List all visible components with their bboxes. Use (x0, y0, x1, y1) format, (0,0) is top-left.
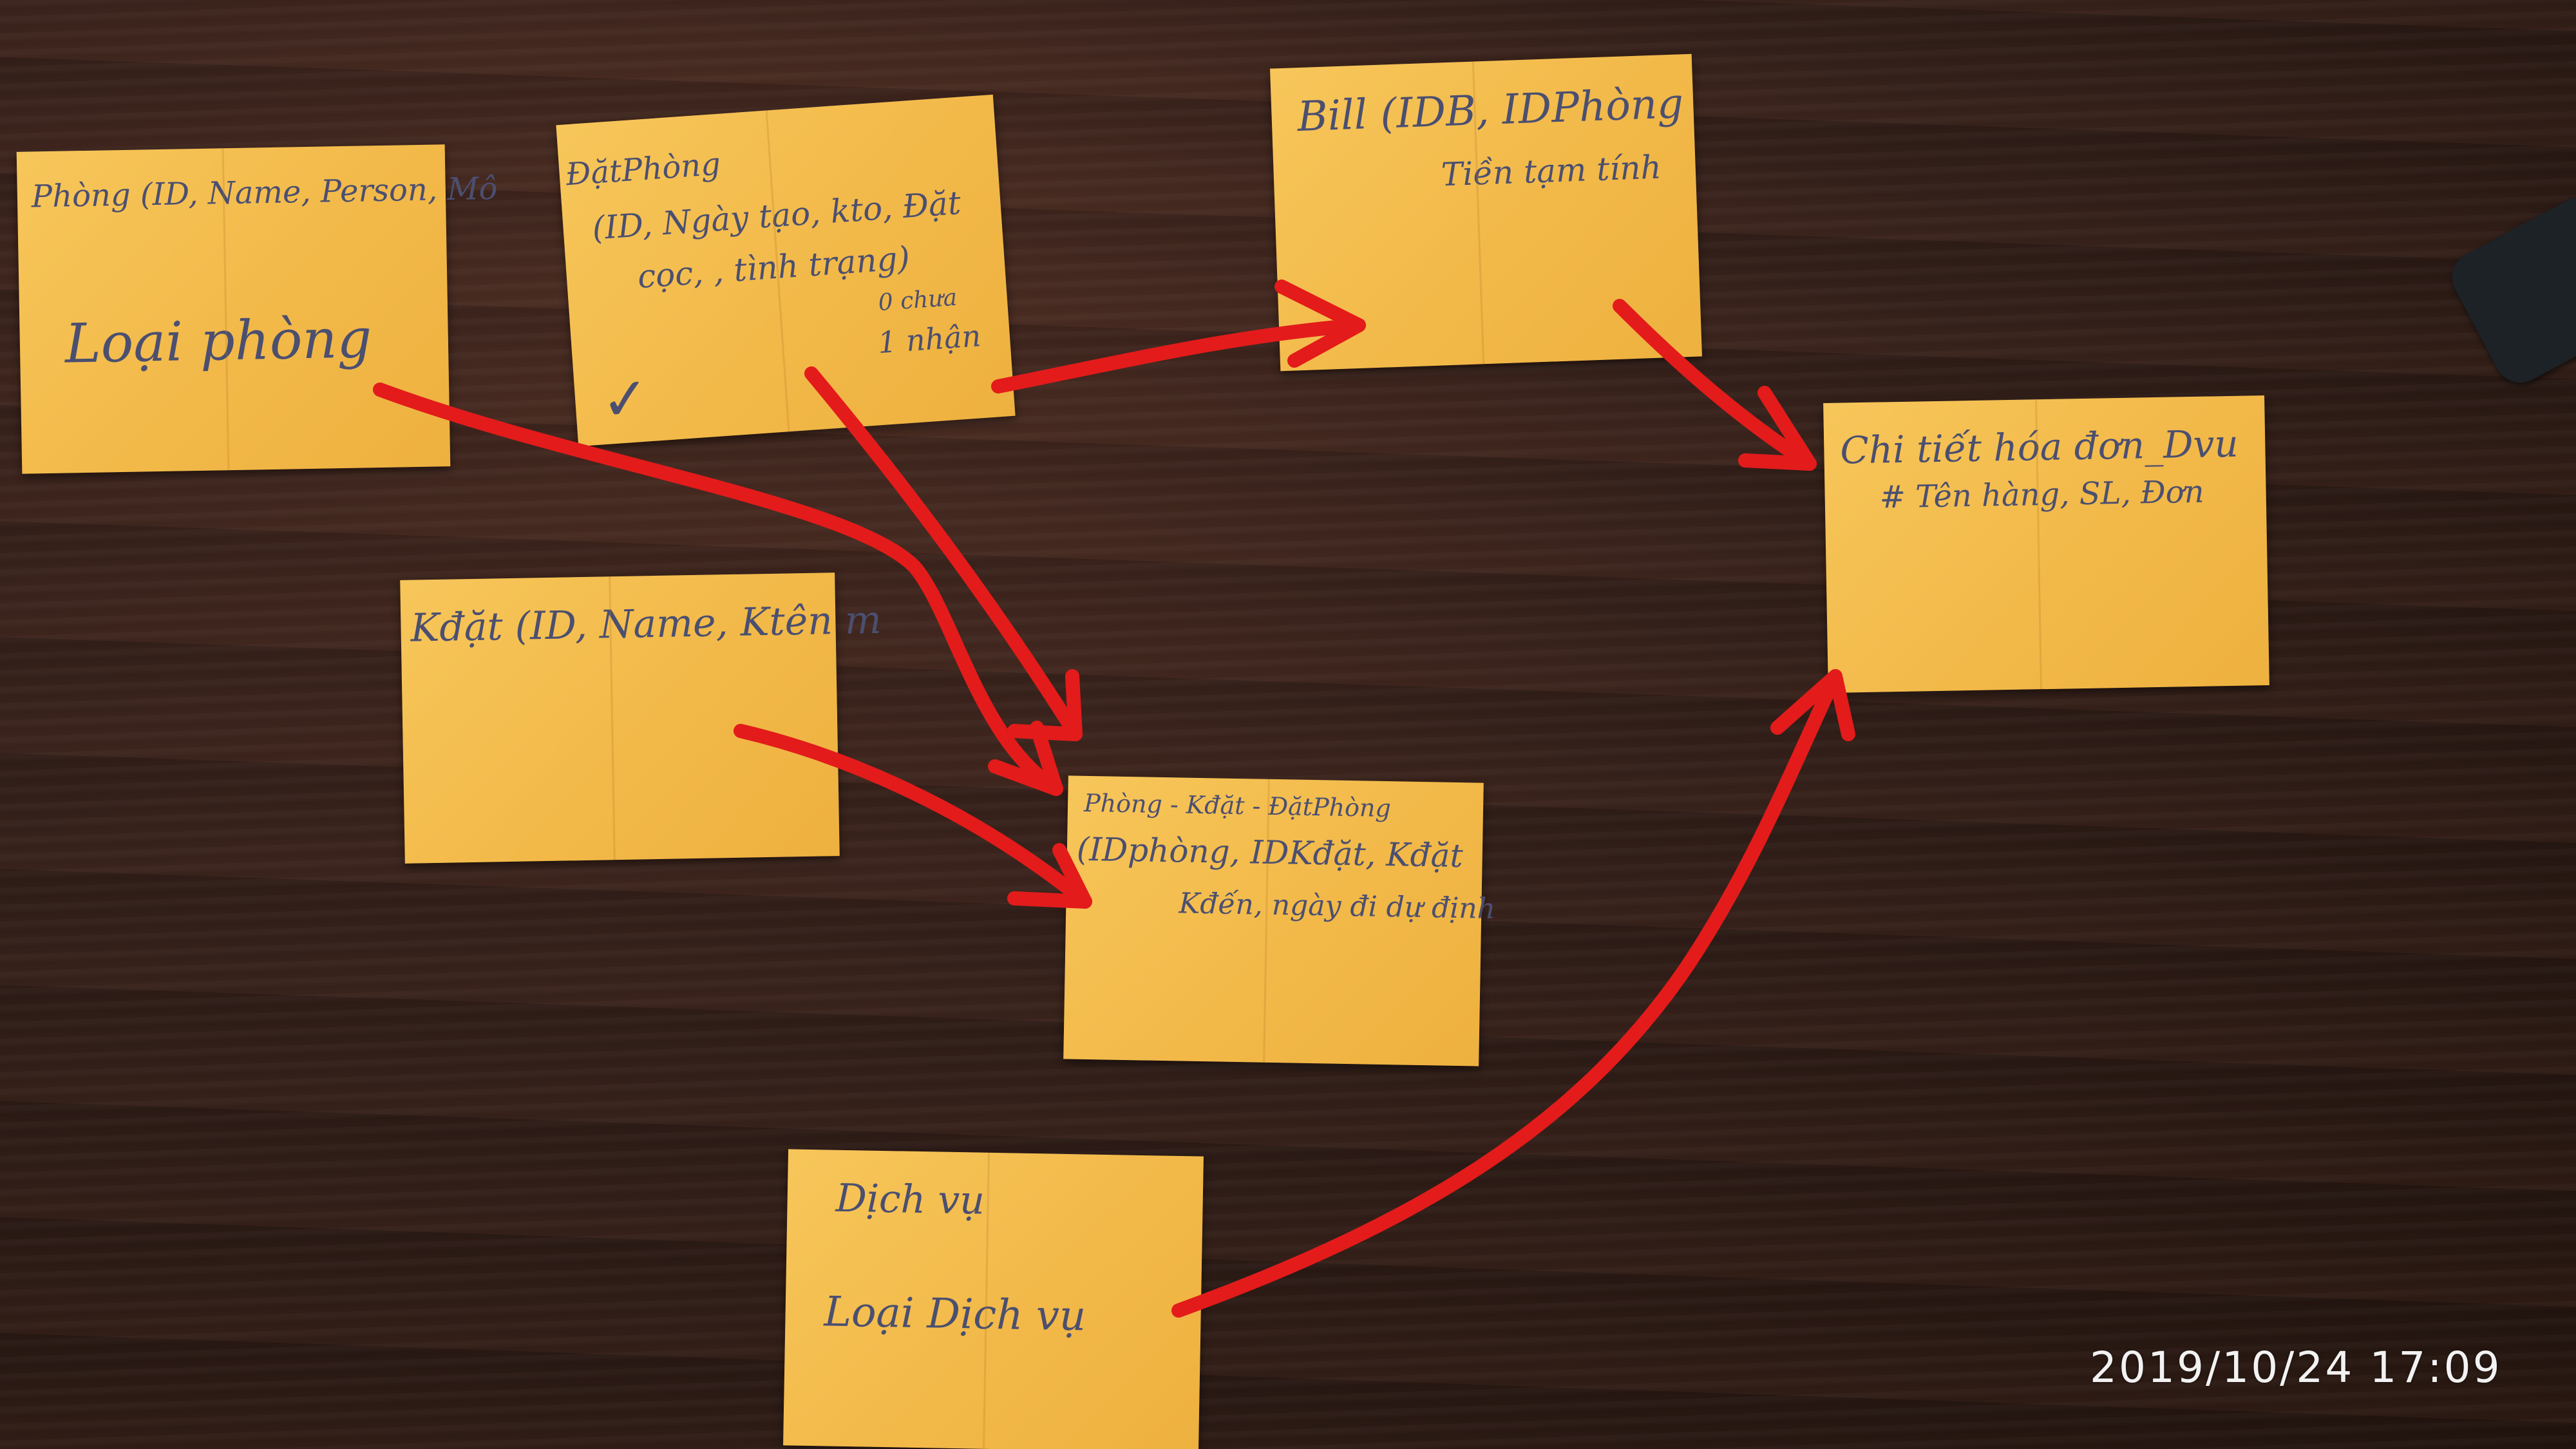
arrow-phong-head (988, 721, 1063, 796)
arrow-datphong-to-bill (991, 318, 1366, 393)
arrow-datphong-to-link (804, 366, 1083, 741)
arrow-datphong-head (1007, 669, 1083, 741)
arrow-bill-head (1274, 279, 1366, 368)
arrow-khach-head (1007, 843, 1092, 909)
photo-timestamp: 2019/10/24 17:09 (2090, 1343, 2502, 1392)
arrow-khach-to-link (734, 724, 1092, 909)
arrow-dichvu-head (1770, 669, 1855, 741)
arrow-dichvu-to-chitiet (1171, 669, 1842, 1318)
arrow-chitiet-head (1738, 386, 1817, 471)
arrow-phong-to-link (373, 383, 1063, 796)
arrow-bill-to-chitiet (1613, 299, 1817, 471)
